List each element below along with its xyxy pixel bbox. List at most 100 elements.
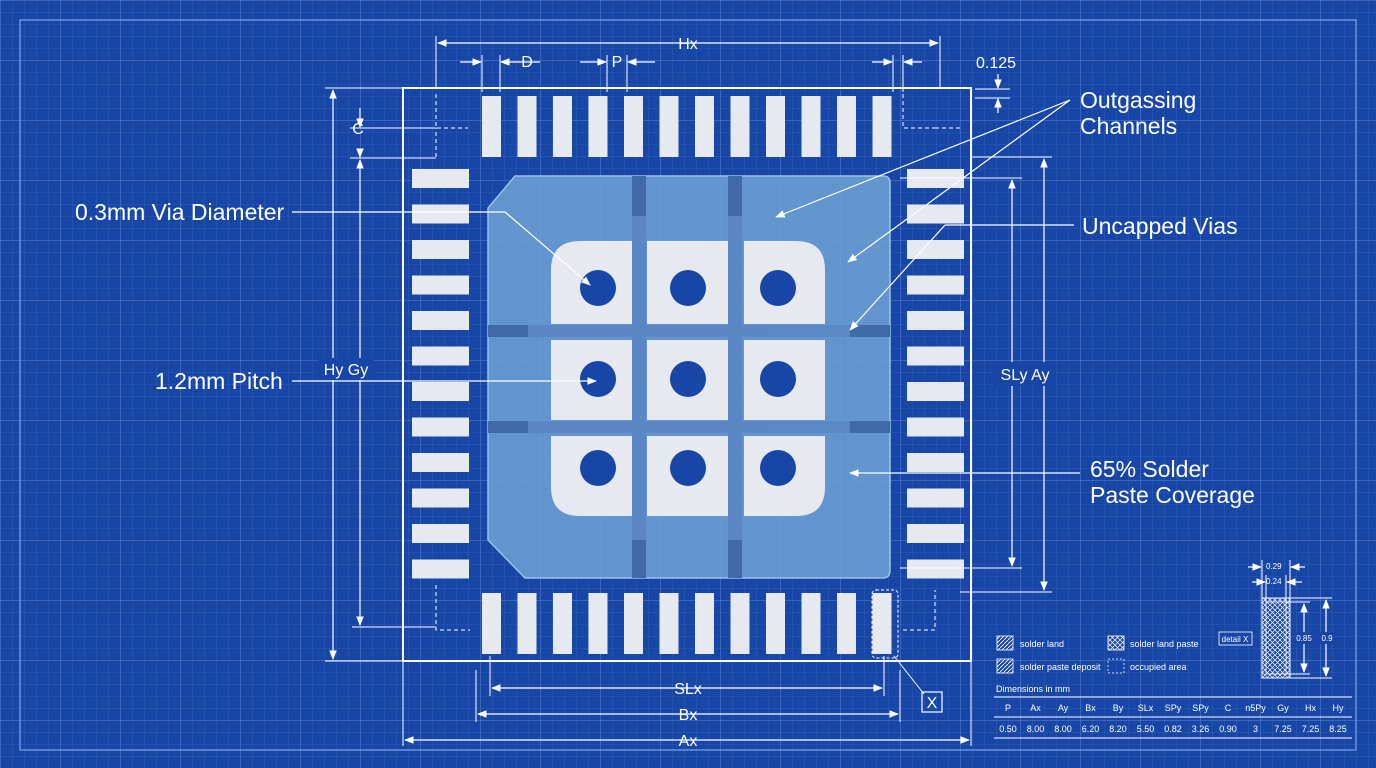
table-header: P	[1005, 703, 1011, 713]
callout-coverage-1: 65% Solder	[1090, 456, 1209, 482]
table-header: Hy	[1333, 703, 1344, 713]
solder-land-pad	[730, 593, 750, 654]
dim-d	[460, 55, 540, 92]
leader-uncapped-b	[849, 224, 946, 331]
leader-outgassing-b	[847, 99, 1071, 263]
dim-slx	[489, 656, 885, 696]
drawing-border	[19, 19, 1357, 751]
solder-land-pad	[624, 96, 643, 157]
solder-land-pad	[907, 417, 964, 437]
label-bx: Bx	[679, 707, 698, 724]
table-cell: 3.26	[1192, 724, 1210, 734]
solder-land-pad	[730, 96, 750, 157]
leader-outgassing-a	[775, 99, 1071, 218]
solder-land-pad	[588, 593, 608, 654]
callout-pitch: 1.2mm Pitch	[155, 368, 283, 394]
solder-land-pad	[412, 346, 469, 366]
solder-land-pad	[412, 417, 469, 437]
solder-land-pad	[659, 593, 679, 654]
detail-dim-085: 0.85	[1296, 634, 1312, 643]
solder-land-pad	[801, 593, 821, 654]
label-hy-gy: Hy Gy	[324, 362, 368, 379]
solder-land-pad	[837, 593, 856, 654]
label-d: D	[521, 54, 533, 71]
solder-land-pad	[412, 488, 469, 508]
solder-land-pad	[412, 311, 469, 330]
dim-ax	[402, 661, 972, 746]
solder-land-pad	[517, 593, 537, 654]
label-0125: 0.125	[976, 55, 1016, 72]
table-cell: 3	[1253, 724, 1258, 734]
solder-land-pad	[837, 96, 856, 157]
solder-land-pad	[872, 96, 892, 157]
solder-land-pad	[907, 311, 964, 330]
legend-solder-land-paste-swatch	[1107, 635, 1125, 651]
solder-land-pad	[766, 96, 785, 157]
solder-land-pad	[907, 204, 964, 224]
solder-land-pad	[412, 453, 469, 472]
label-hx: Hx	[678, 36, 698, 53]
solder-land-pad	[907, 453, 964, 472]
via-hole	[670, 361, 706, 397]
via-hole	[580, 361, 616, 397]
table-cell: 0.82	[1164, 724, 1182, 734]
detail-x-label: detail X	[1222, 635, 1249, 644]
package-outline	[402, 87, 972, 662]
detail-dim-024: 0.24	[1266, 577, 1282, 586]
solder-land-pad	[412, 204, 469, 224]
legend: solder land solder land paste solder pas…	[996, 635, 1199, 674]
table-header: SPy	[1165, 703, 1182, 713]
solder-land-pad	[517, 96, 537, 157]
table-header: Gy	[1277, 703, 1289, 713]
detail-dim-09: 0.9	[1321, 634, 1333, 643]
solder-land-pad	[624, 593, 643, 654]
table-header: Bx	[1085, 703, 1096, 713]
legend-solder-paste-deposit: solder paste deposit	[1020, 662, 1101, 672]
solder-land-pad	[553, 96, 572, 157]
outgassing-channels	[488, 176, 890, 578]
via-hole	[760, 361, 796, 397]
solder-land-pad	[659, 96, 679, 157]
solder-land-pad	[907, 240, 964, 259]
dim-0125	[975, 74, 1010, 113]
leader-via-b	[504, 211, 591, 286]
table-cell: 0.50	[999, 724, 1017, 734]
detail-x-drawing	[1248, 560, 1332, 679]
pads-bottom-row	[482, 593, 892, 654]
table-cell: 8.20	[1109, 724, 1127, 734]
solder-land-pad	[695, 593, 714, 654]
solder-land-pad	[907, 524, 964, 543]
solder-land-pad	[412, 275, 469, 295]
callout-outgassing-2: Channels	[1080, 113, 1177, 139]
solder-land-pad	[482, 593, 501, 654]
solder-land-pad	[766, 593, 785, 654]
table-caption: Dimensions in mm	[996, 684, 1070, 694]
callout-uncapped-vias: Uncapped Vias	[1082, 213, 1238, 239]
label-x: X	[927, 695, 938, 712]
legend-solder-land-paste: solder land paste	[1130, 639, 1199, 649]
solder-land-pad	[907, 275, 964, 295]
table-header: SLx	[1138, 703, 1154, 713]
via-hole	[760, 450, 796, 486]
solder-land-pad	[482, 96, 501, 157]
table-header: n5Py	[1245, 703, 1266, 713]
label-c: C	[352, 121, 364, 138]
callout-via-diameter: 0.3mm Via Diameter	[75, 199, 285, 225]
table-header: Hx	[1305, 703, 1316, 713]
solder-land-pad	[907, 559, 964, 579]
legend-solder-paste-deposit-swatch	[996, 658, 1014, 674]
legend-occupied-area: occupied area	[1130, 662, 1187, 672]
legend-solder-land: solder land	[1020, 639, 1064, 649]
dim-gy	[352, 157, 436, 628]
detail-x-leader	[893, 655, 925, 695]
table-header: By	[1113, 703, 1124, 713]
table-cell: 8.00	[1027, 724, 1045, 734]
legend-occupied-area-swatch	[1107, 658, 1125, 674]
dim-bx	[475, 670, 901, 722]
label-p: P	[612, 54, 623, 71]
via-hole	[760, 270, 796, 306]
detail-x-box	[921, 691, 943, 713]
